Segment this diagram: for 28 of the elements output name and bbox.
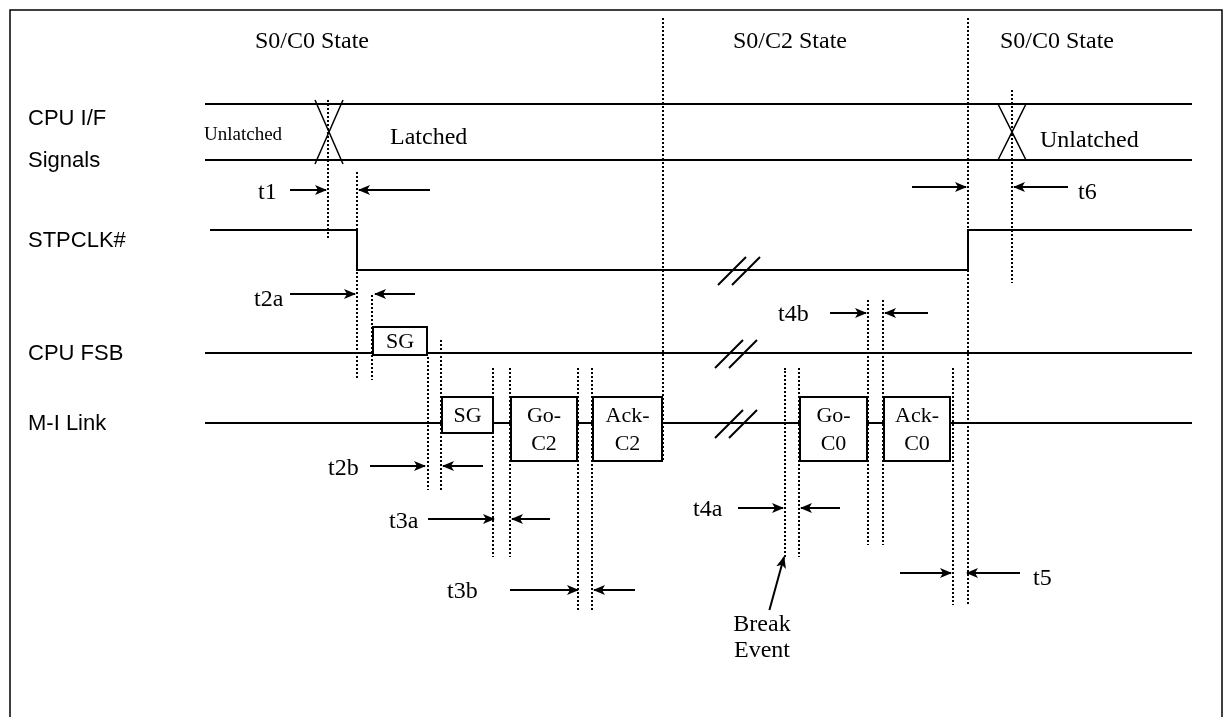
packet-box: Go-C2 <box>510 396 578 462</box>
timing-label: t2b <box>328 453 359 481</box>
timing-label: t3b <box>447 576 478 604</box>
leader-arrow <box>768 556 786 611</box>
packet-box: Ack-C0 <box>883 396 951 462</box>
timing-label: t6 <box>1078 177 1097 205</box>
timing-label: t2a <box>254 284 284 312</box>
signal-state-text: Unlatched <box>204 122 283 146</box>
signal-name: CPU FSB <box>28 339 124 367</box>
state-label: S0/C0 State <box>255 26 369 54</box>
packet-box: SG <box>372 326 428 356</box>
packet-box: SG <box>441 396 494 434</box>
signal-state-text: Latched <box>390 122 468 150</box>
packet-box: Go-C0 <box>799 396 868 462</box>
signal-state-text: Unlatched <box>1040 125 1139 153</box>
extension-line <box>784 368 786 557</box>
timing-label: t3a <box>389 506 419 534</box>
signal-name: STPCLK# <box>28 226 126 254</box>
timing-label: t5 <box>1033 563 1052 591</box>
annotation-text: Break Event <box>728 610 796 662</box>
timing-label: t1 <box>258 177 277 205</box>
state-label: S0/C2 State <box>733 26 847 54</box>
timing-label: t4a <box>693 494 723 522</box>
state-label: S0/C0 State <box>1000 26 1114 54</box>
signal-name: CPU I/F Signals <box>28 104 108 174</box>
signal-name: M-I Link <box>28 409 107 437</box>
packet-box: Ack-C2 <box>592 396 663 462</box>
timing-label: t4b <box>778 299 809 327</box>
